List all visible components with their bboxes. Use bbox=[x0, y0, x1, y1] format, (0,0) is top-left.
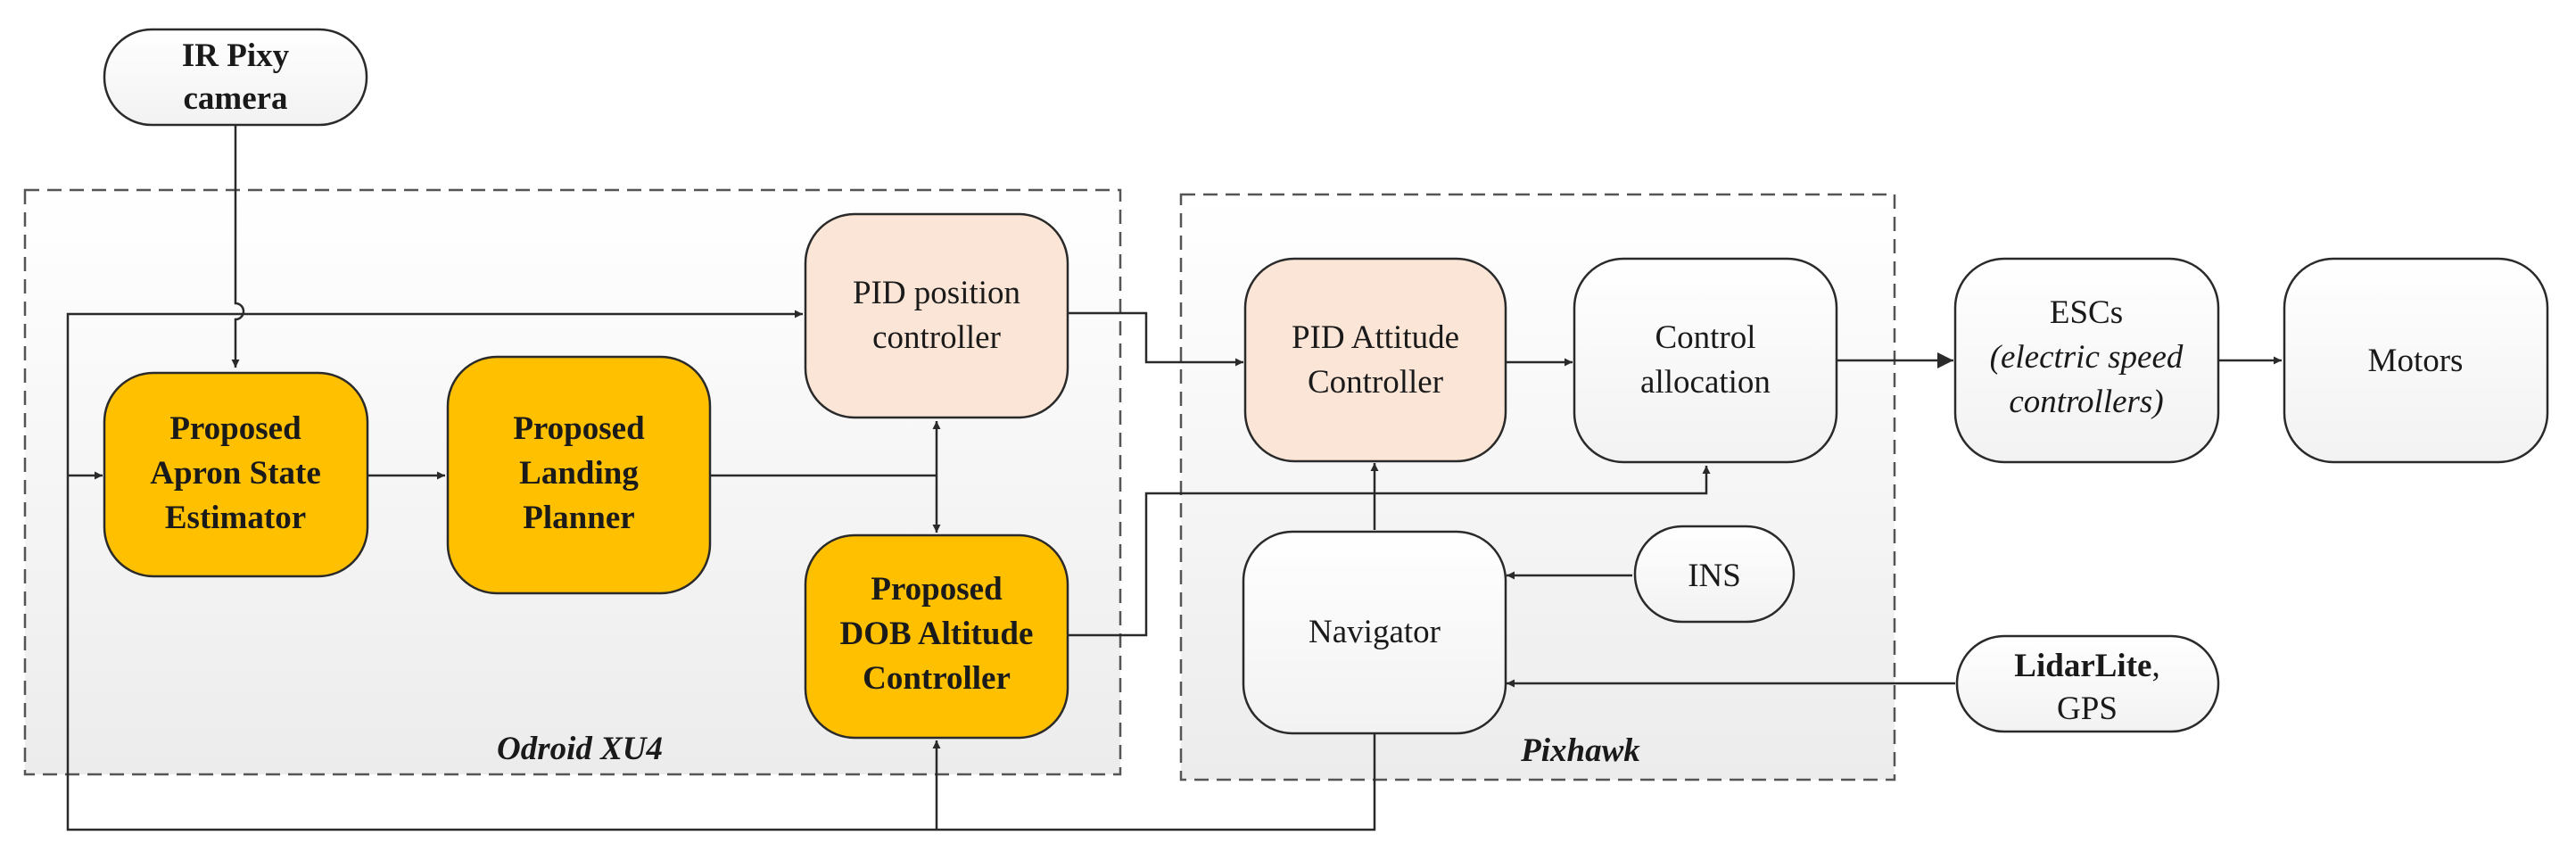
pid-attitude-line-1: PID Attitude bbox=[1292, 319, 1459, 356]
landing-planner-line-1: Proposed bbox=[513, 410, 645, 447]
control-allocation-line-1: Control bbox=[1655, 319, 1755, 356]
apron-state-estimator-block: Proposed Apron State Estimator bbox=[103, 371, 369, 578]
pid-attitude-controller-block: PID Attitude Controller bbox=[1243, 257, 1507, 463]
ir-camera-line-2: camera bbox=[183, 80, 287, 117]
navigator-block: Navigator bbox=[1242, 530, 1507, 735]
pixhawk-group-label: Pixhawk bbox=[1520, 732, 1640, 769]
ir-camera-line-1: IR Pixy bbox=[182, 37, 290, 74]
gps-label: GPS bbox=[2057, 690, 2118, 727]
dob-altitude-line-1: Proposed bbox=[871, 571, 1003, 608]
navigator-label: Navigator bbox=[1309, 614, 1441, 650]
landing-planner-block: Proposed Landing Planner bbox=[446, 355, 712, 595]
control-allocation-line-2: allocation bbox=[1640, 364, 1771, 401]
escs-block: ESCs (electric speed controllers) bbox=[1953, 257, 2220, 464]
connections bbox=[66, 125, 2282, 831]
ins-label: INS bbox=[1688, 558, 1741, 594]
apron-estimator-line-1: Proposed bbox=[169, 410, 301, 447]
lidar-separator: , bbox=[2151, 648, 2159, 684]
lidar-gps-input: LidarLite, GPS bbox=[1955, 634, 2220, 733]
dob-altitude-line-2: DOB Altitude bbox=[840, 616, 1034, 652]
motors-label: Motors bbox=[2368, 343, 2464, 379]
motors-block: Motors bbox=[2283, 257, 2549, 464]
ir-camera-input: IR Pixy camera bbox=[103, 28, 368, 127]
control-allocation-block: Control allocation bbox=[1573, 257, 1838, 464]
escs-line-1: ESCs bbox=[2050, 294, 2123, 331]
landing-planner-line-3: Planner bbox=[523, 500, 634, 536]
dob-altitude-controller-block: Proposed DOB Altitude Controller bbox=[804, 533, 1069, 740]
apron-estimator-line-3: Estimator bbox=[165, 500, 306, 536]
pid-position-controller-block: PID position controller bbox=[804, 212, 1069, 419]
ins-input: INS bbox=[1633, 525, 1796, 624]
apron-estimator-line-2: Apron State bbox=[150, 455, 321, 492]
lidarlite-label: LidarLite bbox=[2014, 648, 2151, 684]
pid-position-line-1: PID position bbox=[853, 275, 1020, 311]
lidar-gps-line-1: LidarLite, bbox=[2014, 648, 2159, 684]
escs-line-3: controllers) bbox=[2009, 384, 2163, 420]
pid-attitude-line-2: Controller bbox=[1308, 364, 1443, 401]
dob-altitude-line-3: Controller bbox=[863, 660, 1011, 697]
escs-line-2: (electric speed bbox=[1990, 339, 2184, 376]
odroid-group-label: Odroid XU4 bbox=[497, 731, 663, 767]
landing-planner-line-2: Landing bbox=[519, 455, 639, 492]
pid-position-line-2: controller bbox=[872, 319, 1001, 356]
